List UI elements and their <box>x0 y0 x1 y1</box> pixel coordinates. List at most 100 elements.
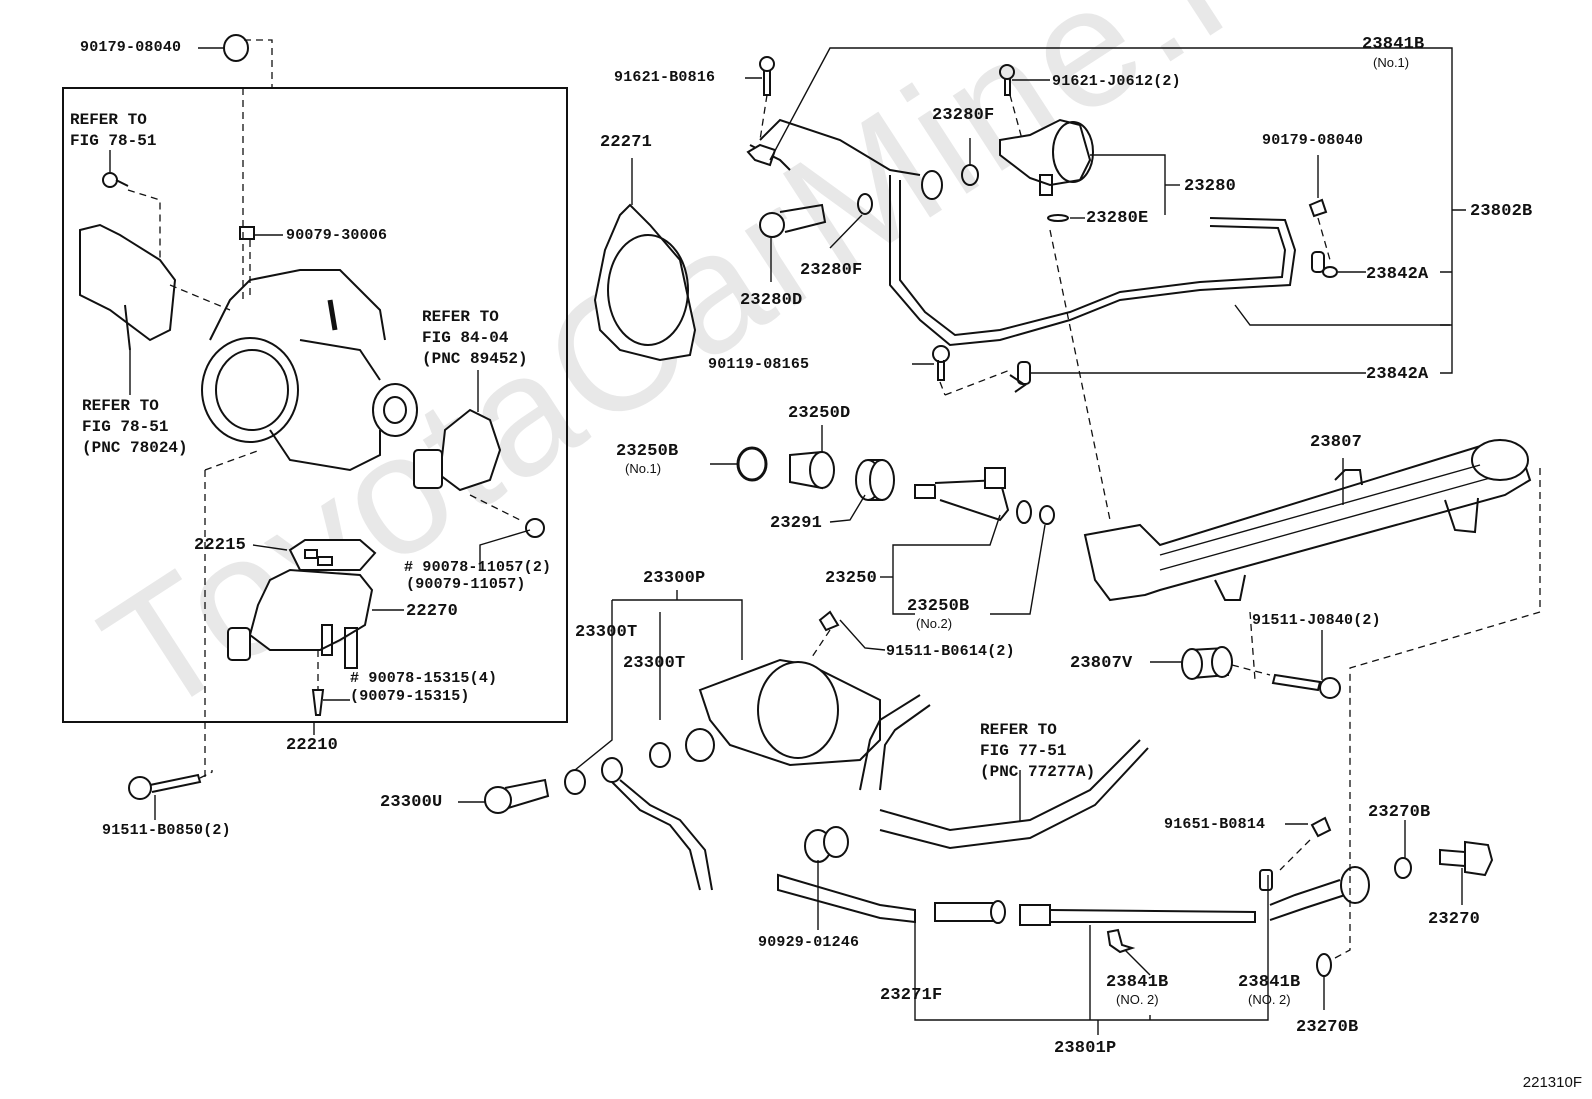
label-91511-b0850[interactable]: 91511-B0850(2) <box>102 822 231 839</box>
label-23250b-no1[interactable]: 23250B <box>616 442 679 461</box>
label-90079-11057[interactable]: (90079-11057) <box>406 576 526 593</box>
bolt-91621-b0816-shape <box>745 56 775 141</box>
fuel-pipe-23801p-shape <box>1019 866 1370 926</box>
label-23300p[interactable]: 23300P <box>643 569 706 588</box>
nut-90079-30006-shape <box>239 226 283 300</box>
label-23841b-no1[interactable]: 23841B <box>1362 35 1425 54</box>
note-refer-fig-78-51-pnc-78024: REFER TO FIG 78-51 (PNC 78024) <box>82 397 188 457</box>
label-23807v[interactable]: 23807V <box>1070 654 1133 673</box>
label-23270b-b[interactable]: 23270B <box>1296 1018 1359 1037</box>
fuel-filter-23300p-shape <box>685 610 886 767</box>
label-23841b-no2-a[interactable]: 23841B <box>1106 973 1169 992</box>
washer-23280f-a-shape <box>961 138 979 186</box>
fuel-pipe-23841b-no1-shape <box>746 47 1440 200</box>
label-90078-11057[interactable]: # 90078-11057(2) <box>404 559 552 576</box>
label-23300t-a[interactable]: 23300T <box>575 623 638 642</box>
bolt-90119-08165-shape <box>912 345 1011 396</box>
label-22271[interactable]: 22271 <box>600 133 653 152</box>
label-90929-01246[interactable]: 90929-01246 <box>758 934 860 951</box>
label-91621-j0612[interactable]: 91621-J0612(2) <box>1052 73 1181 90</box>
bolt-91511-j0840-shape <box>1249 611 1341 699</box>
label-23250[interactable]: 23250 <box>825 569 878 588</box>
label-23291[interactable]: 23291 <box>770 514 823 533</box>
washer-23280f-b-shape <box>829 193 873 249</box>
label-22210[interactable]: 22210 <box>286 736 339 755</box>
nut-90179-08040-right-shape <box>1308 155 1331 261</box>
idle-air-control-valve-shape <box>227 539 404 735</box>
clip-90929-01246-shape <box>804 826 849 930</box>
label-90078-15315[interactable]: # 90078-15315(4) <box>350 670 498 687</box>
note-refer-fig-78-51: REFER TO FIG 78-51 <box>70 111 157 150</box>
label-23801p[interactable]: 23801P <box>1054 1039 1117 1058</box>
label-90079-15315[interactable]: (90079-15315) <box>350 688 470 705</box>
label-90119-08165[interactable]: 90119-08165 <box>708 356 810 373</box>
label-23270[interactable]: 23270 <box>1428 910 1481 929</box>
bracket-23801p <box>914 875 1269 1035</box>
injector-23250-shape <box>880 467 1032 615</box>
hose-refer-77-51-shape <box>859 694 1149 850</box>
label-23250b-no2-sub: (No.2) <box>916 616 953 631</box>
fuel-pipe-23802b-shape <box>889 175 1450 347</box>
label-23842a-a[interactable]: 23842A <box>1366 265 1429 284</box>
washer-23270b-b-shape <box>1316 770 1351 1010</box>
label-23807[interactable]: 23807 <box>1310 433 1363 452</box>
label-23270b-a[interactable]: 23270B <box>1368 803 1431 822</box>
note-refer-fig-77-51: REFER TO FIG 77-51 (PNC 77277A) <box>980 721 1096 781</box>
label-23250b-no1-sub: (No.1) <box>625 461 662 476</box>
throttle-position-sensor-shape <box>413 370 545 570</box>
clamp-23842a-a-shape <box>1311 251 1366 278</box>
label-90179-08040-top[interactable]: 90179-08040 <box>80 39 182 56</box>
insulator-23807v-shape <box>1150 646 1271 680</box>
label-23802b[interactable]: 23802B <box>1470 202 1533 221</box>
bolt-refer-78-51-shape <box>102 150 161 260</box>
figure-code: 221310F <box>1522 1074 1582 1091</box>
label-23280f-b[interactable]: 23280F <box>800 261 863 280</box>
clamp-23841b-no2-shape <box>1106 869 1273 976</box>
clamp-23842a-b-shape <box>1009 361 1366 393</box>
bolt-91651-b0814-shape <box>1279 816 1332 871</box>
washer-23300t-b-shape <box>649 742 671 768</box>
bolt-91511-b0850-shape <box>128 770 213 820</box>
oring-23250b-no2-shape <box>990 505 1055 615</box>
label-23300t-b[interactable]: 23300T <box>623 654 686 673</box>
washer-23270b-a-shape <box>1394 820 1412 879</box>
label-23271f[interactable]: 23271F <box>880 986 943 1005</box>
label-23842a-b[interactable]: 23842A <box>1366 365 1429 384</box>
throttle-body-shape <box>201 269 418 780</box>
label-23280e[interactable]: 23280E <box>1086 209 1149 228</box>
bracket-shape <box>79 223 231 395</box>
label-23280f-a[interactable]: 23280F <box>932 106 995 125</box>
label-22215[interactable]: 22215 <box>194 536 247 555</box>
label-90179-08040-right[interactable]: 90179-08040 <box>1262 132 1364 149</box>
bracket-23802b <box>1440 47 1466 374</box>
label-91511-j0840[interactable]: 91511-J0840(2) <box>1252 612 1381 629</box>
insulator-23250d-shape <box>789 425 835 490</box>
cushion-23291-shape <box>829 459 895 523</box>
label-91511-b0614[interactable]: 91511-B0614(2) <box>886 643 1015 660</box>
label-23280[interactable]: 23280 <box>1184 177 1237 196</box>
nut-90179-08040-top-shape <box>198 34 273 88</box>
label-23841b-no2-b[interactable]: 23841B <box>1238 973 1301 992</box>
label-22270[interactable]: 22270 <box>406 602 459 621</box>
label-23250b-no2[interactable]: 23250B <box>907 597 970 616</box>
bolt-23270-shape <box>1439 840 1494 905</box>
label-23300u[interactable]: 23300U <box>380 793 443 812</box>
fuel-hose-23271f-shape <box>601 757 1006 924</box>
label-91621-b0816[interactable]: 91621-B0816 <box>614 69 716 86</box>
label-23841b-no2-b-sub: (NO. 2) <box>1248 992 1291 1007</box>
label-23250d[interactable]: 23250D <box>788 404 851 423</box>
label-90079-30006[interactable]: 90079-30006 <box>286 227 388 244</box>
label-91651-b0814[interactable]: 91651-B0814 <box>1164 816 1266 833</box>
label-23841b-no2-a-sub: (NO. 2) <box>1116 992 1159 1007</box>
label-23280d[interactable]: 23280D <box>740 291 803 310</box>
note-refer-fig-84-04: REFER TO FIG 84-04 (PNC 89452) <box>422 308 528 368</box>
gasket-22271-shape <box>593 158 697 362</box>
throttle-body-group-box <box>62 87 568 723</box>
fuel-rail-23807-shape <box>1083 438 1541 770</box>
oring-23250b-no1-shape <box>710 446 768 482</box>
union-bolt-23300u-shape <box>458 778 550 814</box>
label-23841b-no1-sub: (No.1) <box>1373 55 1410 70</box>
union-bolt-23280d-shape <box>759 203 827 282</box>
bracket-23300p <box>574 590 743 771</box>
